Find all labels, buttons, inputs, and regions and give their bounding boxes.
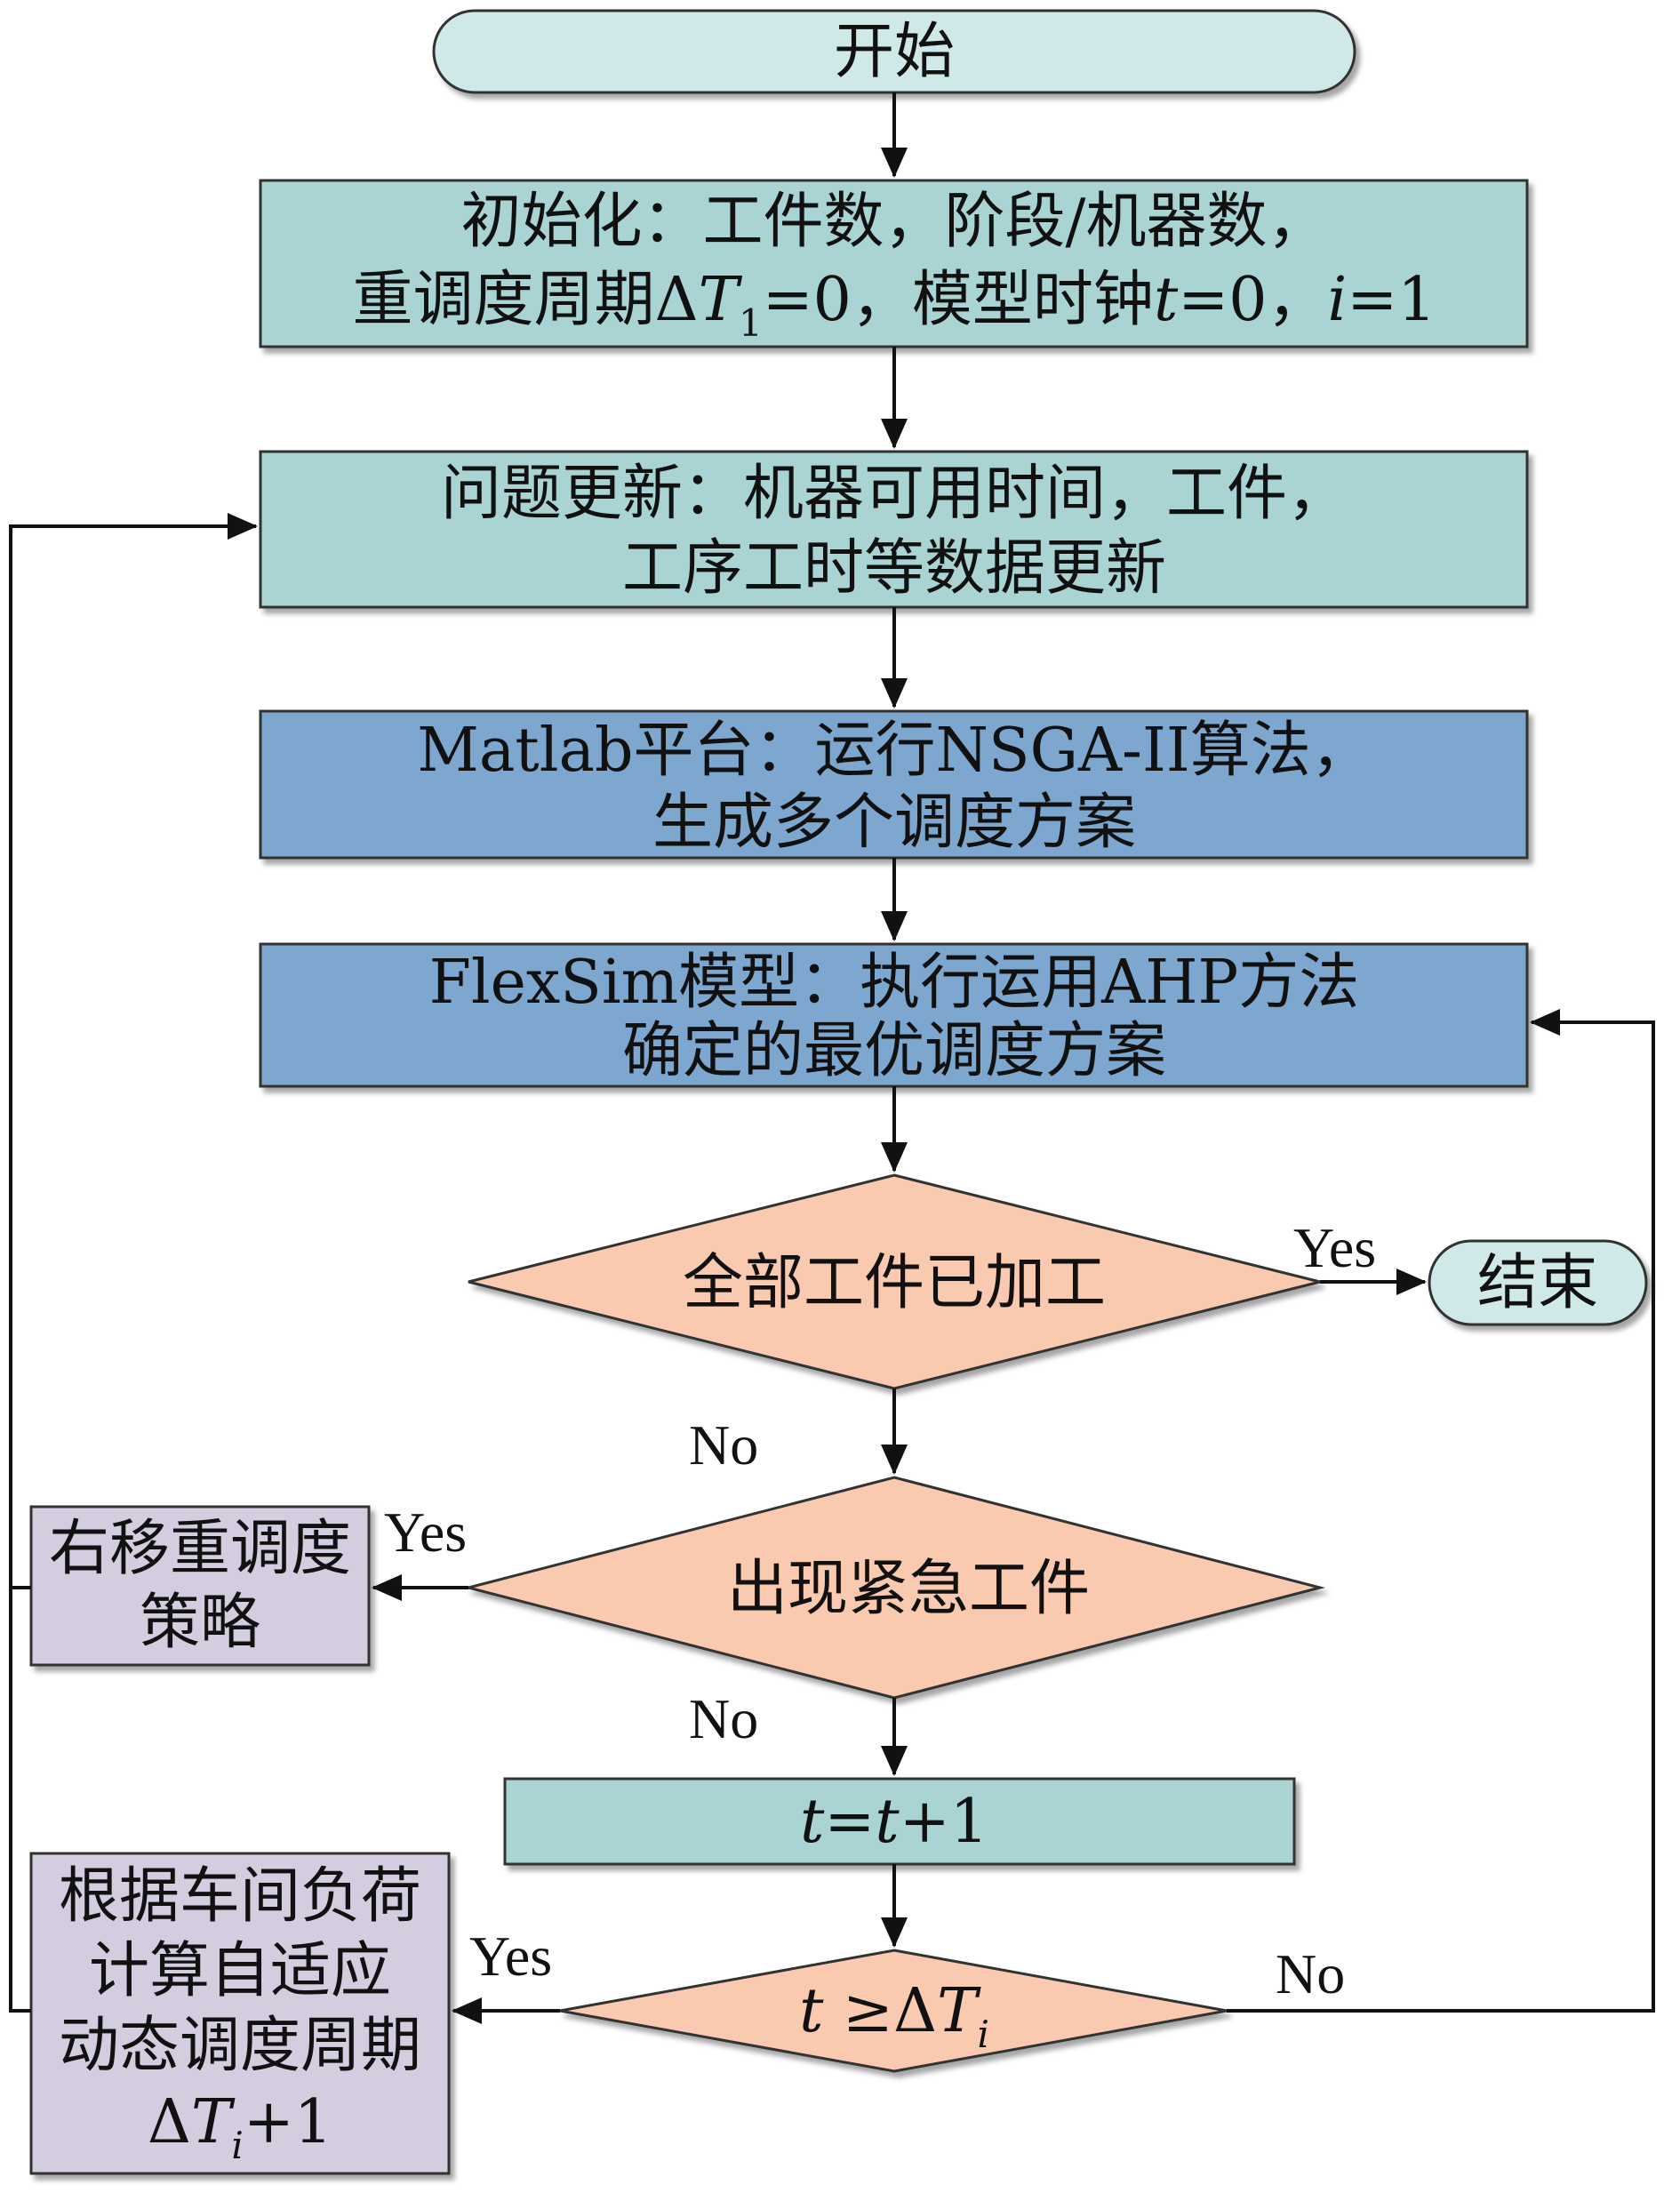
adaptive-line3: 动态调度周期 xyxy=(59,2011,421,2081)
end-terminal-shape xyxy=(1428,1239,1648,1326)
no-label-all-processed: No xyxy=(689,1413,758,1477)
flexsim-line2: 确定的最优调度方案 xyxy=(622,1016,1166,1086)
flexsim-line1: FlexSim模型：执行运用AHP方法 xyxy=(429,948,1360,1018)
update-box xyxy=(259,450,1529,609)
edge-adaptive-to-update xyxy=(9,1588,31,2013)
matlab-line2: 生成多个调度方案 xyxy=(652,788,1136,858)
adaptive-line2: 计算自适应 xyxy=(89,1936,391,2006)
urgent-label: 出现紧急工件 xyxy=(727,1554,1090,1624)
increment-label: t=t+1 xyxy=(800,1787,988,1857)
end-label: 结束 xyxy=(1477,1248,1598,1318)
init-line1: 初始化：工件数，阶段/机器数， xyxy=(461,187,1328,257)
adaptive-node: 根据车间负荷 计算自适应 动态调度周期 ΔTi+1 xyxy=(29,1852,451,2175)
start-node: 开始 xyxy=(432,9,1356,94)
end-node: 结束 xyxy=(1428,1239,1648,1326)
no-label-period: No xyxy=(1276,1942,1345,2005)
all-processed-decision: 全部工件已加工 xyxy=(468,1173,1321,1390)
right-shift-line2: 策略 xyxy=(140,1588,260,1658)
urgent-decision: 出现紧急工件 xyxy=(463,1476,1325,1700)
edge-no-to-flexsim xyxy=(1227,1009,1655,2013)
period-diamond xyxy=(559,1949,1228,2073)
flexsim-box xyxy=(259,942,1529,1088)
all-processed-label: 全部工件已加工 xyxy=(683,1248,1106,1318)
increment-node: t=t+1 xyxy=(503,1777,1296,1866)
start-label: 开始 xyxy=(834,17,955,87)
edge-right-shift-to-update xyxy=(9,513,258,1589)
right-shift-line1: 右移重调度 xyxy=(49,1514,351,1584)
right-shift-box xyxy=(29,1505,371,1667)
update-node: 问题更新：机器可用时间，工件， 工序工时等数据更新 xyxy=(259,450,1529,609)
increment-box xyxy=(503,1777,1296,1866)
init-line2: 重调度周期ΔT1=0，模型时钟t=0，i=1 xyxy=(352,265,1436,345)
period-label: t ≥ΔTi xyxy=(799,1976,989,2056)
matlab-line1: Matlab平台：运行NSGA-II算法， xyxy=(417,716,1372,786)
adaptive-box xyxy=(29,1852,451,2175)
yes-label-period: Yes xyxy=(469,1925,552,1988)
init-node: 初始化：工件数，阶段/机器数， 重调度周期ΔT1=0，模型时钟t=0，i=1 xyxy=(259,179,1529,348)
yes-label-urgent: Yes xyxy=(384,1501,467,1564)
matlab-node: Matlab平台：运行NSGA-II算法， 生成多个调度方案 xyxy=(259,709,1529,860)
init-box xyxy=(259,179,1529,348)
update-line2: 工序工时等数据更新 xyxy=(622,533,1166,604)
adaptive-line4: ΔTi+1 xyxy=(148,2087,332,2167)
update-line1: 问题更新：机器可用时间，工件， xyxy=(441,459,1348,529)
period-decision: t ≥ΔTi xyxy=(559,1949,1228,2073)
right-shift-node: 右移重调度 策略 xyxy=(29,1505,371,1667)
yes-label-all-processed: Yes xyxy=(1293,1216,1376,1279)
adaptive-line1: 根据车间负荷 xyxy=(59,1861,421,1932)
no-label-urgent: No xyxy=(689,1687,758,1750)
matlab-box xyxy=(259,709,1529,860)
flexsim-node: FlexSim模型：执行运用AHP方法 确定的最优调度方案 xyxy=(259,942,1529,1088)
